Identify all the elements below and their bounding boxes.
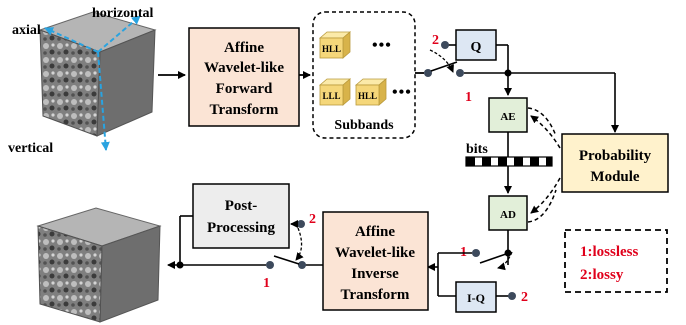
ad-to-prob-arc xyxy=(527,189,557,223)
subbands-label: Subbands xyxy=(334,118,394,133)
forward-transform-box: Affine Wavelet-like Forward Transform xyxy=(188,27,300,127)
encoder-switch-node-2 xyxy=(441,41,449,49)
subband-cube-label-1: HLL xyxy=(322,44,341,54)
vertical-label: vertical xyxy=(8,141,53,156)
encoder-switch-blade xyxy=(430,61,458,72)
subband-cube-hll-1: HLL xyxy=(318,31,352,59)
decoder-switch-node-2 xyxy=(508,292,516,300)
subbands-panel: HLL LLL HLL ••• ••• Subbands xyxy=(312,11,416,139)
decoder-switch-blade xyxy=(479,253,507,264)
post-processing-box: Post- Processing xyxy=(192,183,290,249)
encoder-switch-label-1: 1 xyxy=(465,90,472,105)
legend-lossless: 1:lossless xyxy=(580,244,639,260)
axis-lines xyxy=(44,15,141,151)
subbands-ellipsis-bottom: ••• xyxy=(392,84,412,101)
forward-transform-line-3: Forward xyxy=(216,81,273,97)
inverse-transform-box: Affine Wavelet-like Inverse Transform xyxy=(322,211,429,311)
output-switch-node-1 xyxy=(266,261,274,269)
encoder-switch-node-left xyxy=(424,69,432,77)
forward-transform-line-1: Affine xyxy=(224,40,264,56)
forward-transform-line-2: Wavelet-like xyxy=(204,60,284,76)
subband-cube-label-3: HLL xyxy=(358,91,377,101)
output-junction-dot xyxy=(176,261,184,269)
inverse-transform-line-2: Wavelet-like xyxy=(335,245,415,261)
subband-cube-lll: LLL xyxy=(318,78,352,106)
probability-line-1: Probability xyxy=(579,148,652,164)
decoder-switch-label-2: 2 xyxy=(521,290,528,305)
prob-to-ad-arrow xyxy=(530,177,561,214)
inverse-transform-line-3: Inverse xyxy=(351,266,399,282)
subband-cube-hll-2: HLL xyxy=(354,78,388,106)
axial-axis-arrow xyxy=(44,27,99,53)
arithmetic-decoder-block: AD xyxy=(488,195,528,231)
encoder-switch-label-2: 2 xyxy=(432,33,439,48)
post-processing-line-2: Processing xyxy=(207,220,276,236)
encoder-switch-arc xyxy=(429,49,454,73)
inverse-quantizer-label: I-Q xyxy=(467,291,485,305)
bitstream-bar xyxy=(465,156,553,167)
horizontal-axis-arrow xyxy=(97,15,141,53)
legend-lossy: 2:lossy xyxy=(580,267,624,283)
output-switch-node-right xyxy=(298,261,306,269)
ae-to-prob-arc xyxy=(527,107,557,137)
subbands-ellipsis-top: ••• xyxy=(372,37,392,54)
inverse-transform-line-1: Affine xyxy=(355,224,395,240)
encoder-switch-node-1 xyxy=(456,69,464,77)
post-processing-line-1: Post- xyxy=(225,198,258,214)
forward-transform-line-4: Transform xyxy=(210,102,279,118)
ad-label: AD xyxy=(500,209,516,221)
axial-label: axial xyxy=(12,23,41,38)
inverse-quantizer-block: I-Q xyxy=(455,281,497,313)
vertical-axis-arrow xyxy=(97,51,110,151)
input-volume-cube xyxy=(38,11,157,137)
output-switch-blade xyxy=(273,255,300,265)
inverse-transform-line-4: Transform xyxy=(341,287,410,303)
subband-cube-label-2: LLL xyxy=(322,91,340,101)
output-switch-label-2: 2 xyxy=(309,212,316,227)
output-switch-arc xyxy=(295,227,304,261)
probability-module-box: Probability Module xyxy=(561,133,669,193)
output-switch-node-2 xyxy=(297,220,305,228)
legend-box: 1:lossless 2:lossy xyxy=(564,229,668,293)
probability-line-2: Module xyxy=(590,169,640,185)
output-switch-label-1: 1 xyxy=(263,276,270,291)
bits-label: bits xyxy=(466,142,488,157)
output-volume-cube xyxy=(36,207,162,323)
ae-label: AE xyxy=(500,111,515,123)
quantizer-block: Q xyxy=(455,29,497,61)
arithmetic-encoder-block: AE xyxy=(488,97,528,133)
prob-to-ae-arrow xyxy=(530,115,561,149)
horizontal-label: horizontal xyxy=(92,6,154,21)
decoder-switch-node-1 xyxy=(472,249,480,257)
quantizer-label: Q xyxy=(471,40,482,55)
